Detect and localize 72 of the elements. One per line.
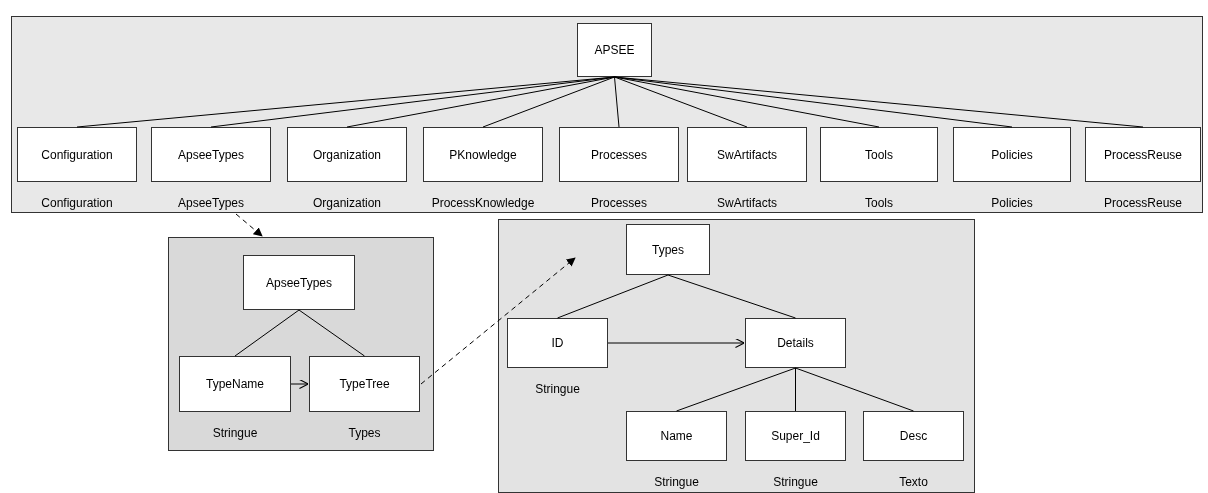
- type-label: ProcessReuse: [1104, 195, 1182, 212]
- node-label: Desc: [899, 428, 928, 445]
- node-label: Processes: [591, 146, 647, 164]
- node-label: Policies: [991, 146, 1033, 164]
- type-label: Stringue: [535, 381, 580, 398]
- type-label: Policies: [991, 195, 1033, 212]
- connector-line: [210, 76, 615, 128]
- connector-line: [482, 76, 615, 128]
- connector-line: [667, 274, 796, 319]
- node-label: Tools: [865, 146, 893, 164]
- type-label: Stringue: [773, 474, 818, 491]
- entity-box: [151, 127, 271, 182]
- node-label: PKnowledge: [449, 146, 517, 164]
- node-label: Super_Id: [771, 428, 820, 445]
- connector-line: [298, 309, 365, 357]
- entity-box: [577, 23, 652, 77]
- entity-box: [687, 127, 807, 182]
- entity-box: [243, 255, 355, 310]
- entity-box: [745, 411, 846, 461]
- node-label: Types: [652, 241, 684, 259]
- node-label: TypeTree: [339, 376, 390, 393]
- entity-box: [1085, 127, 1201, 182]
- entity-box: [287, 127, 407, 182]
- panel: [498, 219, 975, 493]
- node-label: ApseeTypes: [265, 274, 332, 292]
- type-label: Stringue: [212, 425, 258, 442]
- arrow: [290, 378, 309, 390]
- type-label: ProcessKnowledge: [431, 195, 535, 212]
- node-label: ID: [551, 335, 564, 352]
- node-label: Details: [777, 335, 814, 352]
- entity-box: [309, 356, 420, 412]
- connector-line: [614, 76, 1144, 128]
- node-label: Configuration: [41, 146, 113, 164]
- type-label: Texto: [899, 474, 928, 491]
- connector-line: [614, 76, 620, 128]
- node-label: TypeName: [206, 376, 264, 393]
- type-label: Processes: [591, 195, 647, 212]
- entity-box: [863, 411, 964, 461]
- entity-box: [626, 411, 727, 461]
- type-label: Tools: [865, 195, 893, 212]
- connector-line: [676, 367, 796, 412]
- node-label: ProcessReuse: [1103, 146, 1182, 164]
- panel: [168, 237, 434, 451]
- node-label: ApseeTypes: [177, 146, 244, 164]
- node-label: Organization: [312, 146, 381, 164]
- connector-line: [234, 309, 300, 357]
- type-label: Organization: [313, 195, 381, 212]
- node-label: Name: [660, 428, 693, 445]
- type-label: Types: [348, 425, 381, 442]
- entity-box: [17, 127, 137, 182]
- connector-line: [557, 274, 669, 319]
- entity-box: [745, 318, 846, 368]
- node-label: SwArtifacts: [717, 146, 777, 164]
- panel: [11, 16, 1203, 213]
- arrow: [607, 337, 745, 349]
- type-label: Configuration: [41, 195, 113, 212]
- entity-box: [820, 127, 938, 182]
- arrow: [420, 257, 576, 385]
- entity-box: [626, 224, 710, 275]
- entity-box: [179, 356, 291, 412]
- entity-box: [423, 127, 543, 182]
- type-label: ApseeTypes: [178, 195, 244, 212]
- type-label: Stringue: [654, 474, 699, 491]
- connector-line: [614, 76, 748, 128]
- connector-line: [795, 367, 914, 412]
- entity-box: [953, 127, 1071, 182]
- type-label: SwArtifacts: [717, 195, 777, 212]
- connector-line: [795, 367, 796, 412]
- arrow: [235, 213, 263, 237]
- entity-box: [507, 318, 608, 368]
- node-label: APSEE: [594, 42, 635, 59]
- entity-box: [559, 127, 679, 182]
